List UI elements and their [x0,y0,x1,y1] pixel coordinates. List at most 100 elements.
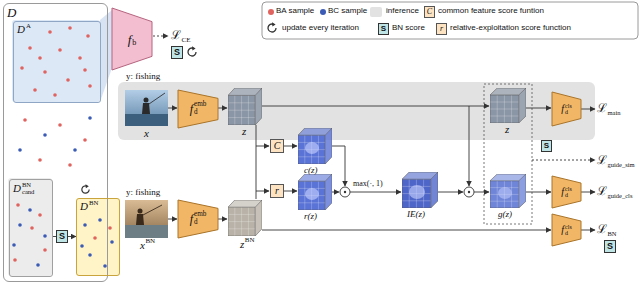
sample-dots [13,26,112,262]
subscript: d [194,219,206,227]
main-symbol: f [561,187,564,197]
legend-text: BN score [392,23,425,33]
subscript: d [565,192,572,198]
subscript: b [132,39,136,47]
legend-dot [320,9,326,15]
trapezoid-outline [178,90,218,128]
subscript: cand [22,189,34,196]
group-frame [484,84,532,224]
math-label: z [242,125,246,138]
data-box: DBN [76,198,120,276]
trapezoid-outline [112,8,152,70]
loss-symbol: ℒ [597,102,607,116]
legend-text: update every iteration [282,23,359,33]
subscript-label: guide_cls [608,192,633,199]
math-label: r(z) [304,211,317,221]
node-text: fembd [190,211,207,226]
input-photo [125,90,168,126]
legend-dot [268,9,274,15]
subscript: d [565,230,572,236]
network-block: fembd [178,90,218,128]
node-text: fclsd [561,103,571,116]
superscript: emb [194,101,206,109]
node-text: fclsd [561,186,571,199]
score-box: S [171,46,183,59]
trapezoid-outline [552,176,581,208]
superscript: cls [565,103,572,109]
network-block: fembd [178,200,218,238]
loss-symbol: ℒ [597,223,607,237]
score-box: S [604,240,616,253]
feature-maps [228,88,526,236]
network-block: fclsd [552,92,581,126]
trapezoid-outline [552,92,581,126]
node-text: S [59,232,65,241]
score-box: C [270,139,284,153]
loss-symbol: ℒ [171,29,181,43]
main-symbol: D [80,201,88,212]
math-label: IE(z) [407,209,425,219]
math-label: y: fishing [126,71,160,81]
superscript: BN [89,200,98,207]
math-label: x [144,127,149,140]
legend-swatch [370,7,382,17]
node-text: fembd [190,101,207,116]
script-stack: clsd [565,186,572,199]
sample-dots [12,116,114,268]
main-symbol: f [561,225,564,235]
loss-symbol: ℒ [597,154,607,168]
trapezoid-shape [178,200,218,238]
node-text: DBNcand [13,182,34,196]
main-symbol: f [561,104,564,114]
inference-band [118,82,595,140]
loss-symbol: ℒ [597,185,607,199]
subscript-label: main [608,109,621,116]
main-symbol: r [440,25,443,33]
trapezoid-outline [178,200,218,238]
legend-text: relative-exploitation score function [450,23,571,33]
node-text: S [174,48,180,57]
trapezoid-shape [112,8,152,70]
node-text: DBN [80,201,98,212]
superscript: emb [194,211,206,219]
score-box: S [378,23,389,35]
script-stack: embd [194,211,206,226]
multiply-operators [340,187,474,197]
network-block: fb [112,8,152,70]
script-stack: clsd [565,103,572,116]
node-text: r [440,25,443,33]
main-symbol: C [427,8,432,16]
subscript: d [194,109,206,117]
legend-text: BA sample [276,6,314,16]
trapezoid-outline [552,214,581,246]
flow-arrows [153,36,595,230]
superscript: BN [22,182,34,189]
math-label: z [505,123,509,136]
main-symbol: S [544,142,549,150]
node-text: fclsd [561,224,571,237]
main-symbol: S [59,232,65,241]
data-box: DA [13,21,101,103]
superscript: cls [565,186,572,192]
superscript-label: BN [245,236,255,244]
legend-text: BC sample [328,6,367,16]
main-symbol: f [190,213,193,225]
script-stack: clsd [565,224,572,237]
subscript-label: BN [608,230,617,237]
math-label: y: fishing [126,187,160,197]
score-box: C [424,6,435,18]
connector [68,236,76,237]
main-symbol: S [381,25,386,33]
subscript-label: CE [182,36,191,44]
main-symbol: f [128,33,132,46]
node-text: S [544,142,549,150]
main-symbol: f [190,103,193,115]
score-box: r [270,184,284,198]
legend-text: common feature score funtion [438,6,544,16]
subscript-label: guide_sim [608,161,635,168]
main-symbol: S [174,48,180,57]
node-text: C [274,141,281,151]
score-box: S [541,140,552,152]
superscript-label: BN [145,237,155,245]
node-text: C [427,8,432,16]
